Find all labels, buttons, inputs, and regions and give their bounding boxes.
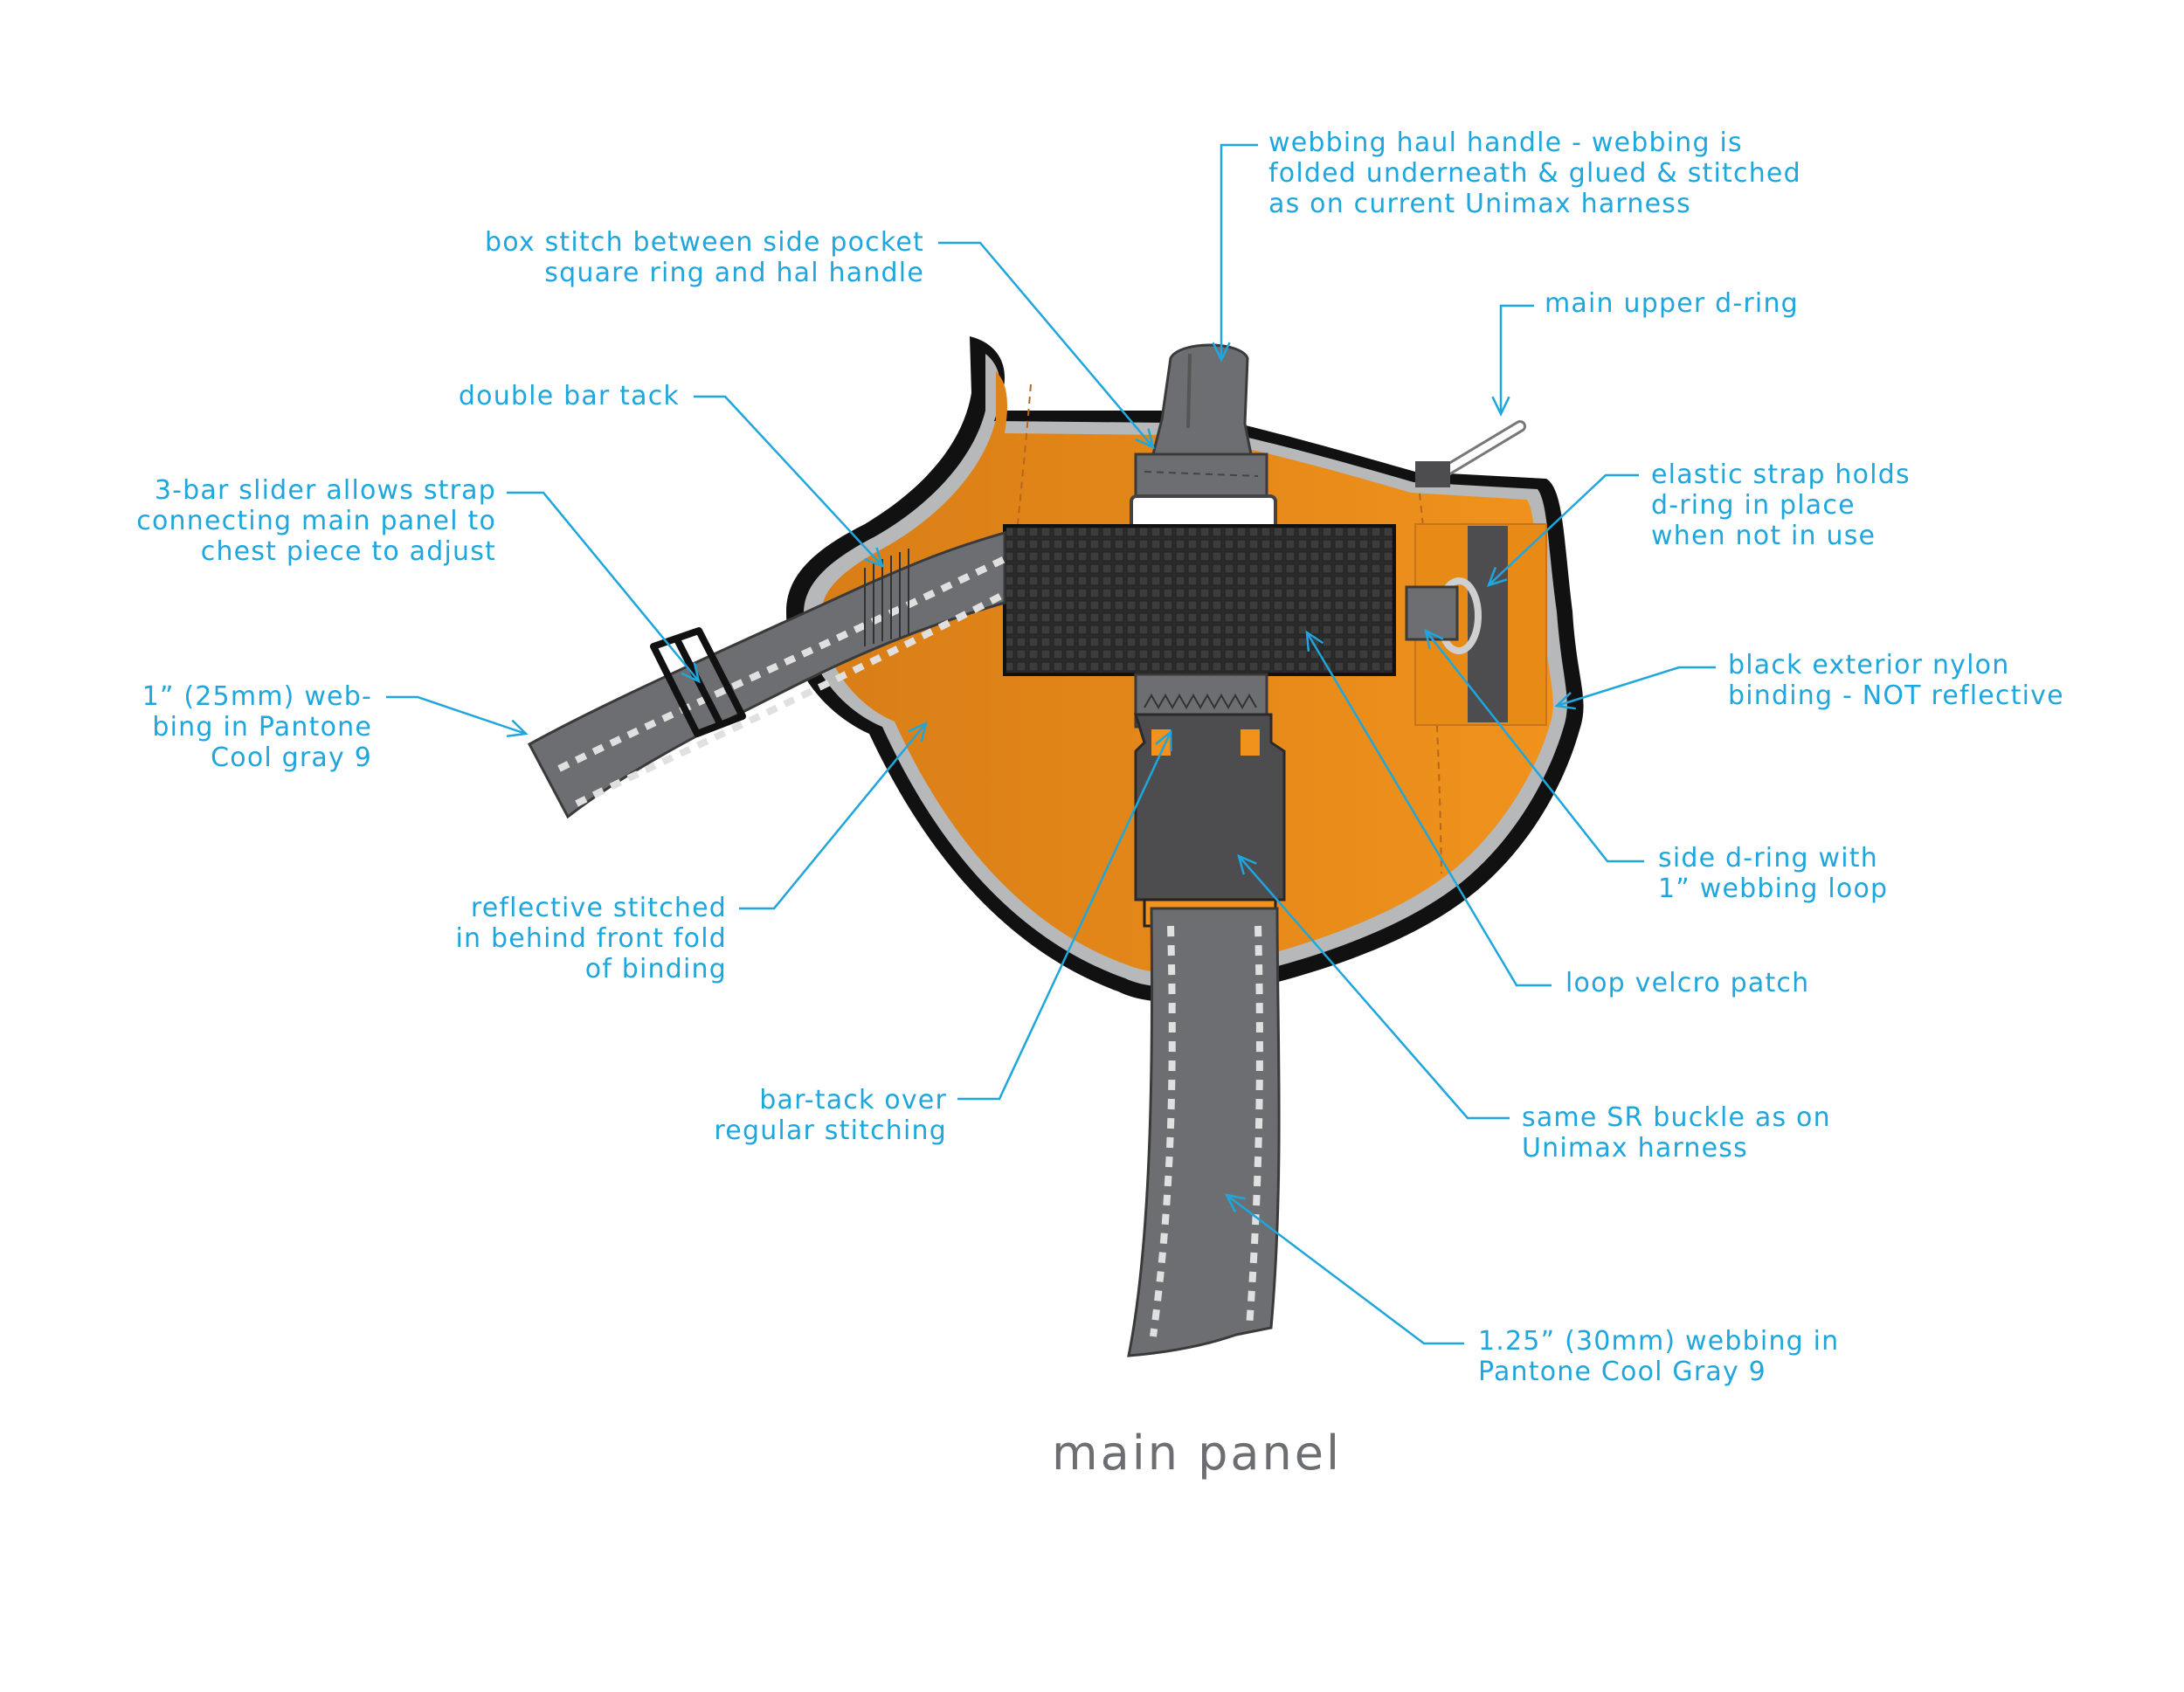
leader-side-d-ring-arrowhead [1424,628,1444,650]
leader-binding [1556,666,1716,708]
webbing-25mm [527,531,1006,819]
leader-haul-handle-arrowhead [1212,342,1231,363]
three-bar-slider [650,627,746,737]
label-line: elastic strap holds [1651,459,1911,490]
leader-elastic-strap-arrowhead [1486,567,1508,587]
label-line: box stitch between side pocket [485,227,924,258]
label-line: reflective stitched [470,893,727,923]
label-line: 1.25” (30mm) webbing in [1478,1326,1840,1357]
label-line: Unimax harness [1522,1133,1748,1164]
leader-webbing-25mm [386,695,527,736]
leader-three-bar-slider-arrowhead [681,662,701,684]
leader-binding-arrowhead [1554,692,1576,710]
label-line: double bar tack [458,381,680,411]
leader-sr-buckle [1238,855,1510,1120]
label-line: 1” webbing loop [1658,874,1889,904]
leader-reflective-arrowhead [908,721,928,742]
label-line: Pantone Cool Gray 9 [1478,1357,1766,1387]
leader-reflective [739,722,927,910]
main-panel [786,336,1584,1002]
side-pocket [1405,523,1547,726]
leader-sr-buckle-arrowhead [1237,853,1257,875]
label-line: side d-ring with [1658,843,1878,874]
callout-lines [386,143,1716,1345]
label-line: folded underneath & glued & stitched [1268,158,1801,189]
label-line: bar-tack over [759,1085,947,1115]
leader-webbing-30mm [1226,1194,1464,1345]
label-line: of binding [584,954,727,984]
leader-haul-handle [1220,143,1258,360]
leader-upper-d-ring-arrowhead [1491,396,1510,417]
label-upper-d-ring: main upper d-ring [1545,288,1799,319]
label-line: as on current Unimax harness [1268,189,1691,219]
label-line: square ring and hal handle [544,258,924,288]
label-line: in behind front fold [455,923,727,954]
leader-velcro-patch [1305,632,1552,987]
label-line: Cool gray 9 [211,742,372,773]
leader-three-bar-slider [507,491,700,682]
label-line: when not in use [1651,521,1876,551]
label-line: black exterior nylon [1728,650,2010,680]
label-line: loop velcro patch [1565,968,1810,998]
velcro-patch [1003,524,1396,676]
label-line: webbing haul handle - webbing is [1268,128,1743,158]
leader-double-bar-tack-arrowhead [864,547,884,569]
label-line: chest piece to adjust [200,536,496,567]
leader-bar-tack [957,731,1172,1101]
diagram-caption: main panel [1052,1426,1342,1481]
leader-box-stitch-arrowhead [1135,428,1155,450]
label-line: main upper d-ring [1545,288,1799,319]
leader-webbing-25mm-arrowhead [507,719,529,737]
leader-velcro-patch-arrowhead [1305,630,1324,653]
webbing-30mm [1127,907,1281,1357]
leader-upper-d-ring [1499,304,1534,414]
label-line: connecting main panel to [136,506,496,536]
label-line: d-ring in place [1651,490,1856,521]
label-line: regular stitching [714,1115,947,1146]
label-double-bar-tack: double bar tack [330,381,680,411]
upper-d-ring [1415,420,1526,487]
label-line: bing in Pantone [152,712,372,742]
leader-side-d-ring [1425,630,1644,863]
label-line: 1” (25mm) web- [142,681,372,712]
leader-bar-tack-arrowhead [1155,729,1172,752]
leader-elastic-strap [1488,473,1639,586]
side-webbing-loop [1405,585,1459,641]
label-line: 3-bar slider allows strap [154,475,496,506]
label-velcro-patch: loop velcro patch [1565,968,1809,998]
leader-box-stitch [938,241,1154,448]
leader-webbing-30mm-arrowhead [1224,1193,1246,1213]
label-line: binding - NOT reflective [1728,680,2064,711]
sr-buckle [1133,673,1286,928]
haul-handle [1130,343,1277,535]
leader-double-bar-tack [694,395,883,567]
label-line: same SR buckle as on [1522,1102,1831,1133]
